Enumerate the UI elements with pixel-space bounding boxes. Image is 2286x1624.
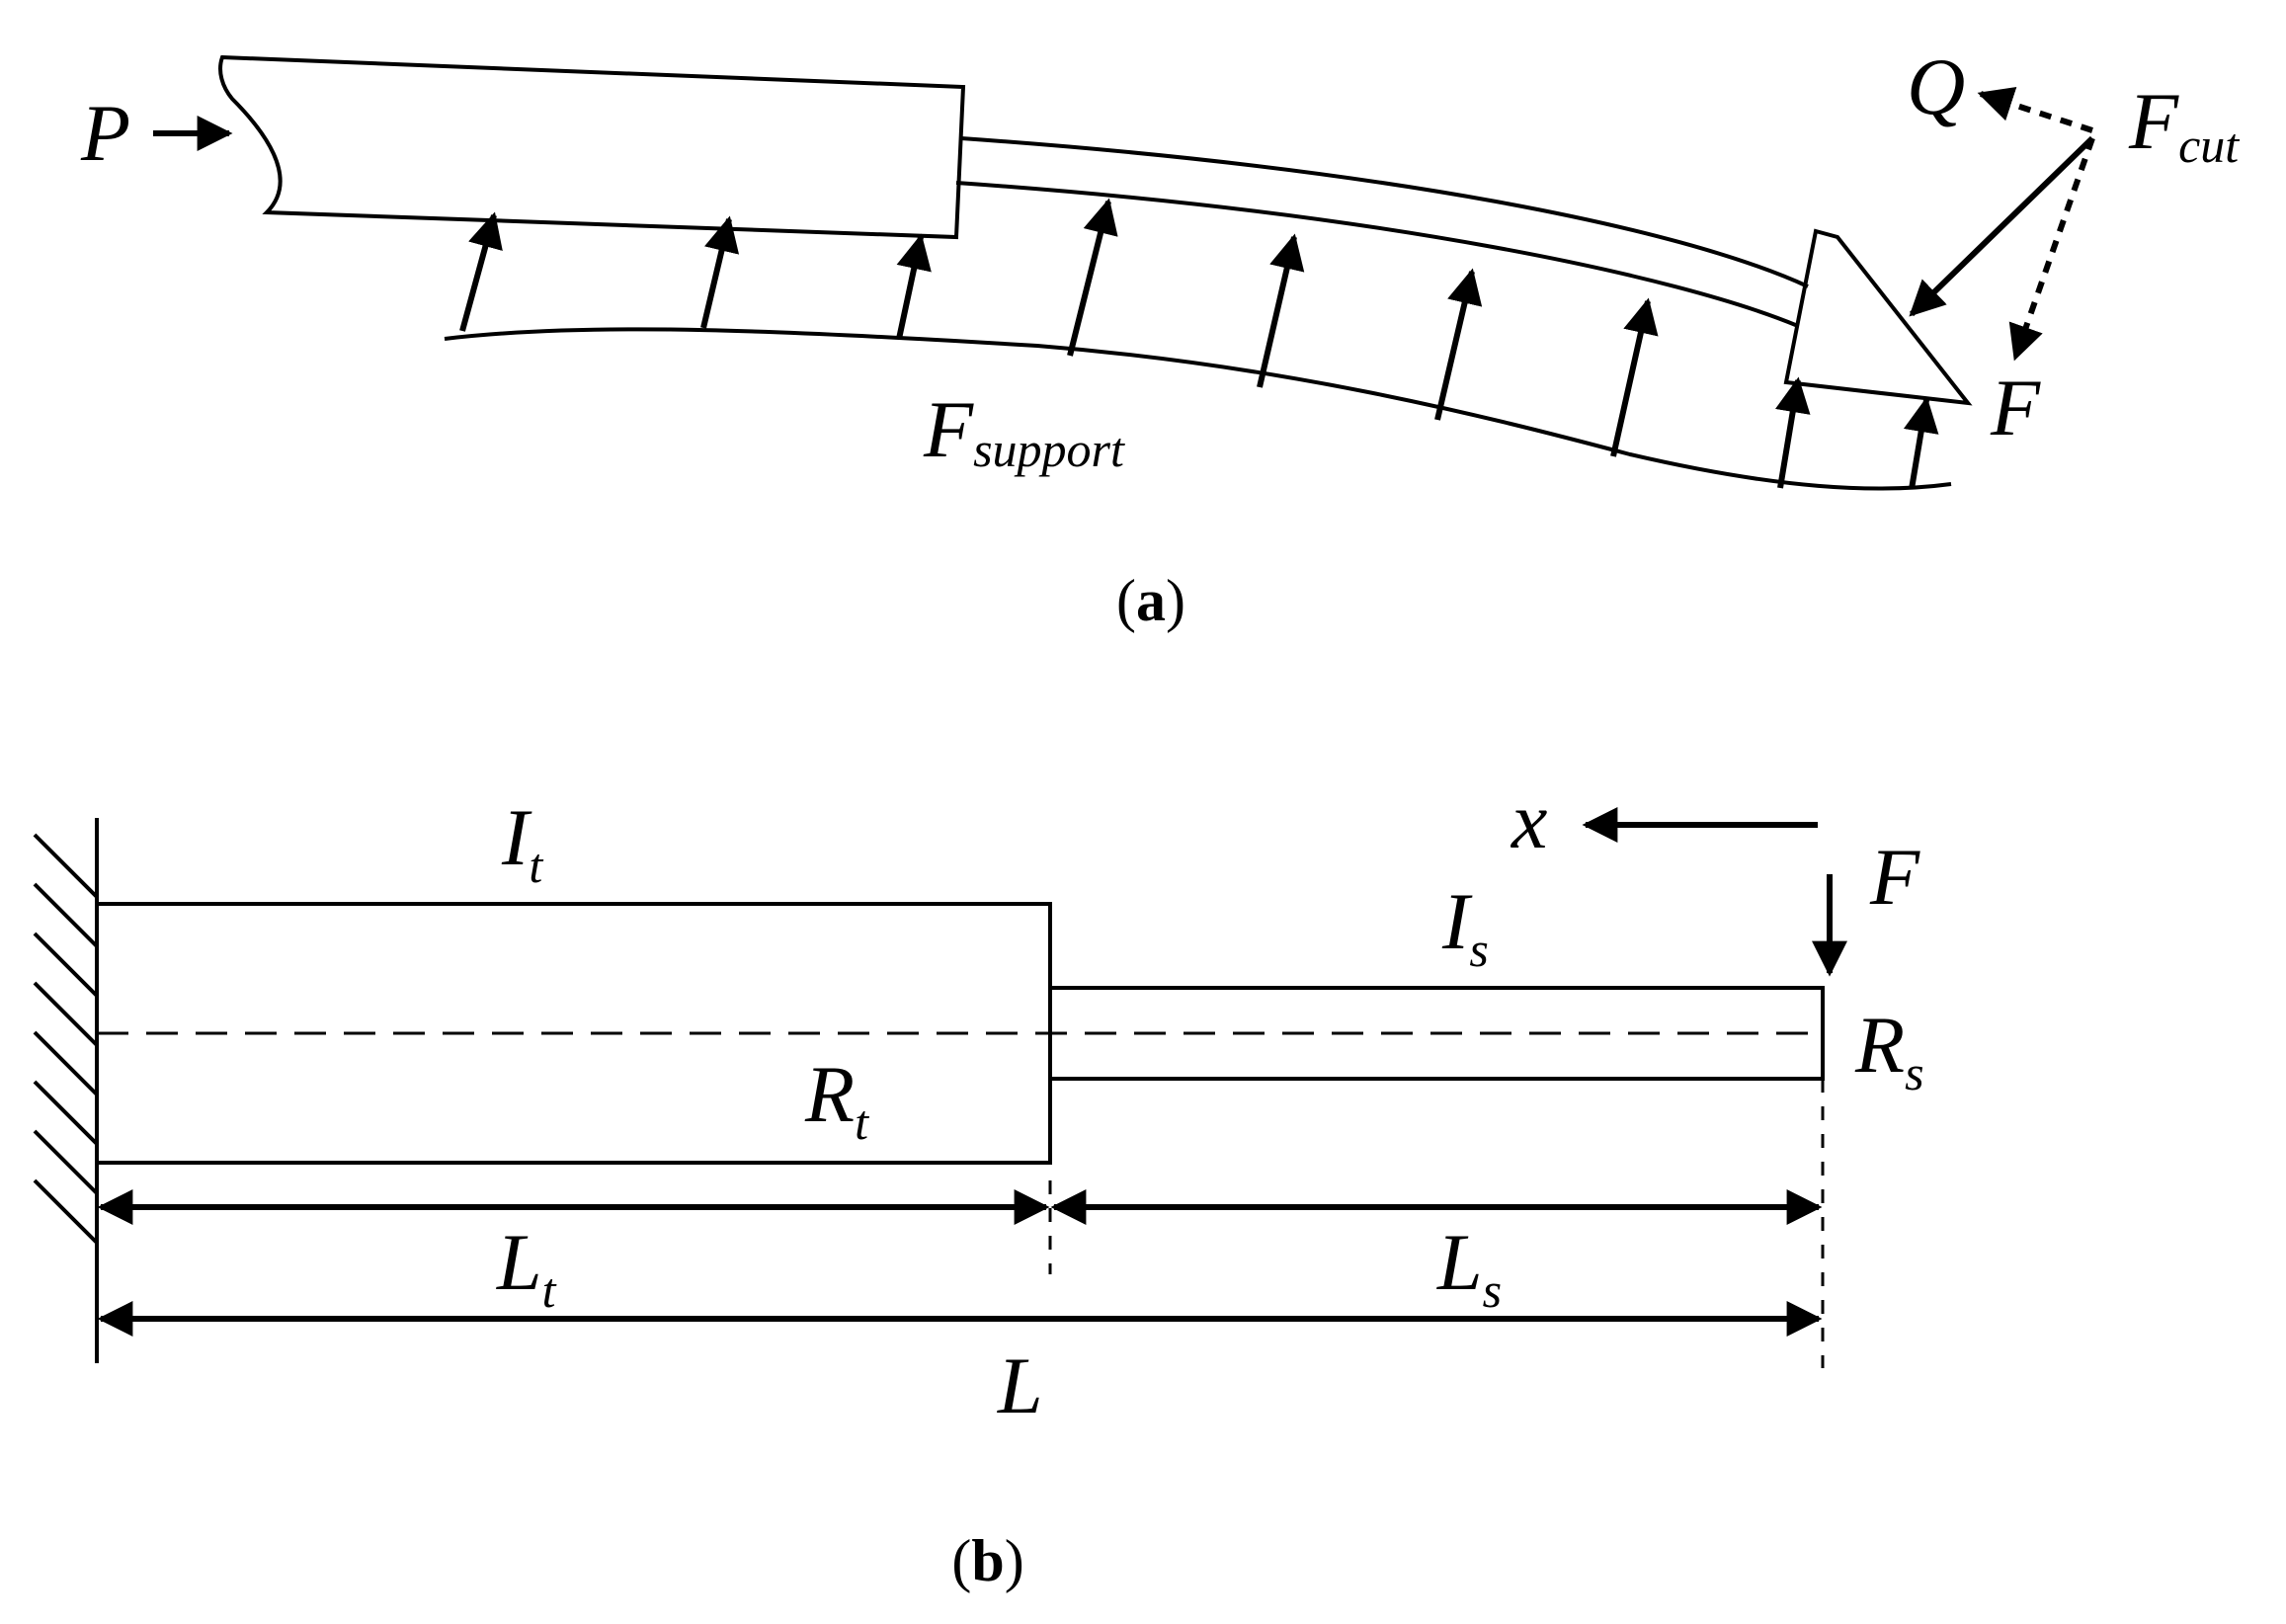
label-fsupport: Fsupport (923, 384, 1125, 477)
label-rt: Rt (804, 1049, 869, 1150)
label-lt: Lt (496, 1217, 557, 1318)
support-arrow-7 (1610, 297, 1659, 457)
label-f-a: F (1990, 363, 2041, 452)
f-component-arrow (2008, 137, 2095, 362)
support-arrow-9 (1903, 396, 1939, 490)
support-arrow-1 (459, 211, 503, 332)
q-component-arrow (1977, 86, 2093, 133)
label-is: Is (1441, 876, 1489, 977)
label-q: Q (1907, 41, 1965, 131)
support-surface (444, 327, 1952, 491)
panel-a: P Q Fcut F Fsupport (a) (80, 41, 2240, 633)
label-f-b: F (1869, 832, 1920, 922)
support-arrow-4 (1067, 198, 1118, 357)
label-ls: Ls (1436, 1217, 1502, 1318)
label-it: It (501, 792, 543, 893)
stylet-body-lower (955, 181, 1799, 328)
label-l: L (997, 1340, 1043, 1430)
stylet-body (960, 136, 1809, 288)
cutting-tip (1783, 228, 1973, 406)
caption-b: (b) (951, 1528, 1023, 1593)
cut-force-arrow (1909, 135, 2095, 317)
caption-a: (a) (1116, 568, 1185, 633)
label-rs: Rs (1854, 1000, 1924, 1100)
panel-b: It Is Rt Rs Lt Ls L x F (b) (33, 775, 1924, 1593)
support-arrow-5 (1257, 233, 1305, 388)
tube-body (218, 54, 966, 240)
label-p: P (80, 88, 130, 178)
support-arrow-8 (1774, 376, 1811, 489)
support-arrow-2 (700, 215, 740, 329)
label-x: x (1510, 775, 1547, 865)
label-fcut: Fcut (2128, 76, 2240, 173)
wall-hatching (33, 833, 99, 1245)
support-arrow-6 (1434, 268, 1483, 421)
support-arrow-3 (896, 233, 932, 340)
